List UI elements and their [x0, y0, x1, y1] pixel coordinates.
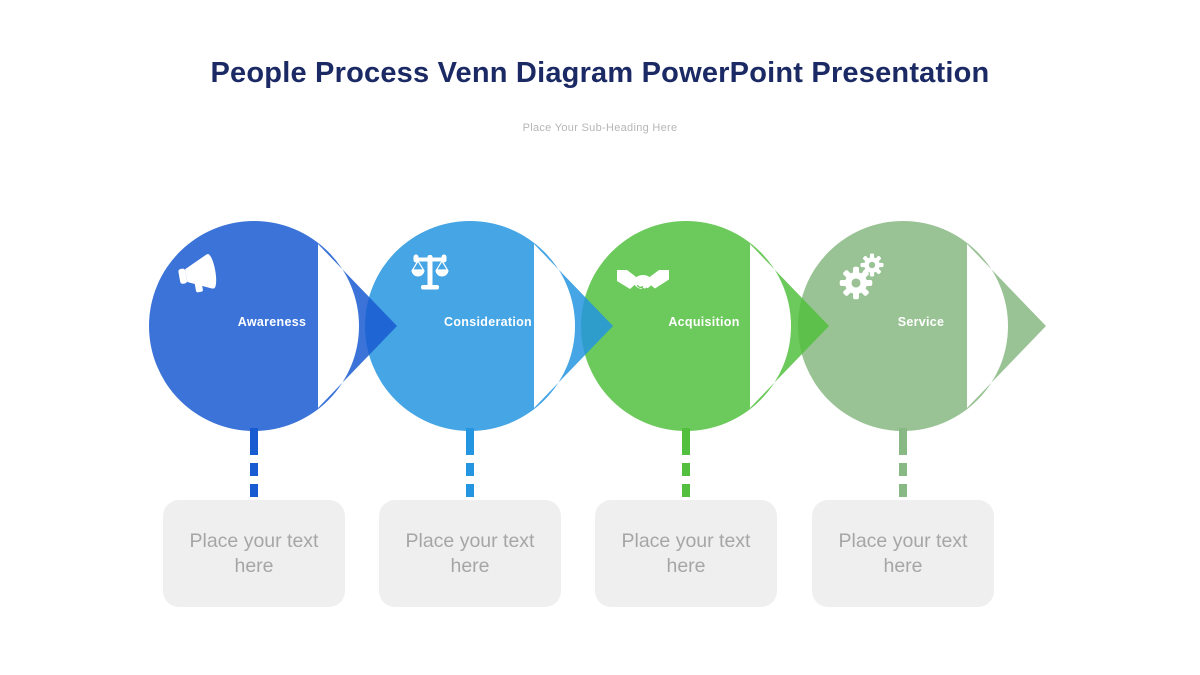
handshake-icon: [617, 270, 669, 291]
stage-label-consideration: Consideration: [444, 315, 532, 329]
stage-label-acquisition: Acquisition: [668, 315, 739, 329]
placeholder-box-acquisition[interactable]: Place your text here: [595, 500, 777, 607]
placeholder-box-service[interactable]: Place your text here: [812, 500, 994, 607]
megaphone-icon: [178, 254, 217, 293]
placeholder-box-awareness[interactable]: Place your text here: [163, 500, 345, 607]
placeholder-text: Place your text here: [838, 529, 968, 577]
placeholder-text: Place your text here: [405, 529, 535, 577]
slide-subtitle: Place Your Sub-Heading Here: [522, 122, 678, 134]
scales-icon: [411, 254, 449, 290]
placeholder-box-consideration[interactable]: Place your text here: [379, 500, 561, 607]
slide-title: People Process Venn Diagram PowerPoint P…: [210, 57, 990, 89]
gears-icon: [839, 253, 884, 300]
stage-shape-acquisition[interactable]: [581, 221, 829, 431]
stage-label-service: Service: [898, 315, 945, 329]
stage-shape-consideration[interactable]: [365, 221, 613, 431]
placeholder-text: Place your text here: [189, 529, 319, 577]
placeholder-text: Place your text here: [621, 529, 751, 577]
stage-label-awareness: Awareness: [238, 315, 306, 329]
